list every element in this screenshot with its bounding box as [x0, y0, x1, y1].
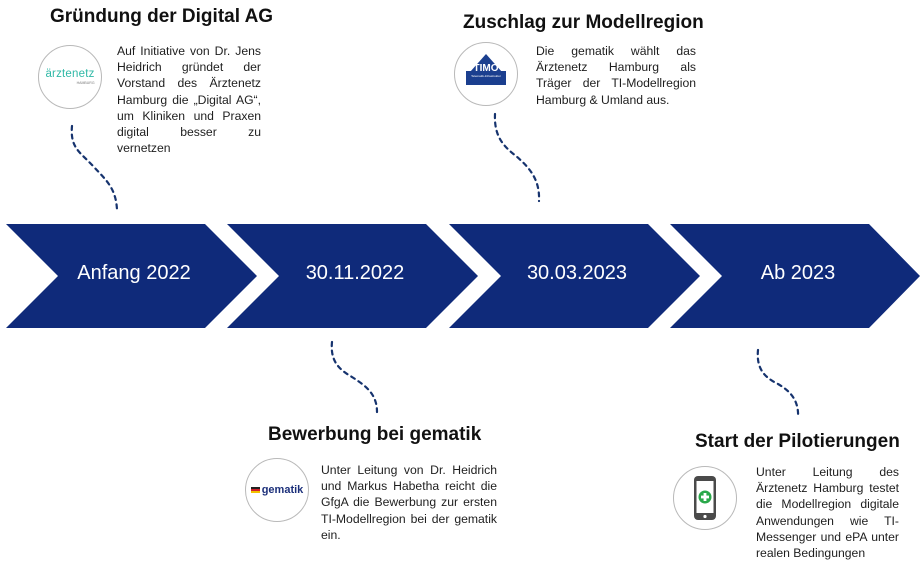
timeline-label-2: 30.11.2022 — [305, 262, 405, 284]
chevron-ab-2023 — [670, 224, 920, 328]
timeline-chevrons — [6, 224, 920, 328]
text-zuschlag: Die gematik wählt das Ärztenetz Hamburg … — [536, 44, 696, 107]
text-pilot: Unter Leitung des Ärztenetz Hamburg test… — [756, 465, 899, 561]
aerztenetz-logo-subtext: HAMBURG — [76, 80, 95, 85]
heading-bewerbung: Bewerbung bei gematik — [268, 424, 482, 445]
gematik-logo-mark — [250, 487, 260, 493]
timeline-label-1: Anfang 2022 — [77, 262, 191, 284]
text-bewerbung: Unter Leitung von Dr. Heidrich und Marku… — [321, 463, 497, 542]
heading-pilot: Start der Pilotierungen — [695, 431, 900, 452]
heading-digital-ag: Gründung der Digital AG — [50, 6, 274, 27]
chevron-anfang-2022 — [6, 224, 257, 328]
timo-logo-subtext: Telematik-Infrastruktur — [471, 74, 501, 78]
timo-logo: TIMO Telematik-Infrastruktur Modellregio… — [454, 42, 518, 106]
aerztenetz-logo: ärztenetz HAMBURG — [38, 45, 102, 109]
connector-bewerbung — [330, 340, 379, 414]
gematik-logo-text: gematik — [261, 484, 304, 496]
timo-logo-graphic — [466, 54, 506, 85]
connector-digital-ag — [70, 124, 119, 212]
smartphone-medical-icon — [673, 466, 737, 530]
text-digital-ag: Auf Initiative von Dr. Jens Heidrich grü… — [117, 44, 261, 156]
chevron-30-11-2022 — [227, 224, 478, 328]
timeline-label-3: 30.03.2023 — [526, 262, 628, 284]
heading-zuschlag: Zuschlag zur Modellregion — [463, 12, 704, 33]
timo-logo-text: TIMO — [473, 63, 499, 74]
timo-logo-region: Modellregion Hamburg | Umland — [465, 80, 507, 84]
timeline-label-4: Ab 2023 — [760, 262, 836, 284]
gematik-logo: gematik — [245, 458, 309, 522]
connector-pilot — [756, 348, 800, 420]
connector-zuschlag — [493, 112, 541, 203]
aerztenetz-logo-text: ärztenetz — [45, 68, 95, 80]
chevron-30-03-2023 — [449, 224, 700, 328]
